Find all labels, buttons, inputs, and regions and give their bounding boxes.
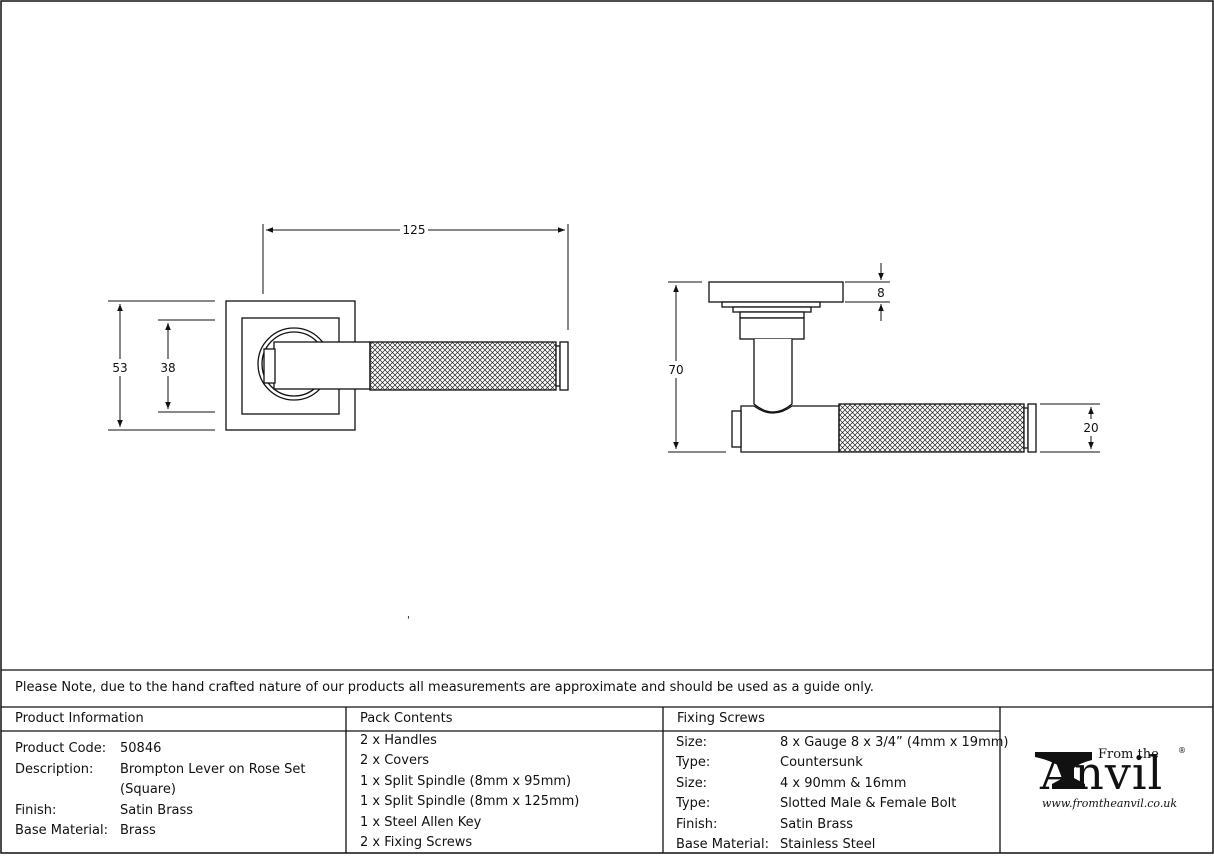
- rose-step-2: [732, 306, 812, 313]
- side-end-cap-outer: [1027, 403, 1037, 453]
- pack-item: 1 x Steel Allen Key: [360, 815, 482, 830]
- front-view: [225, 300, 569, 431]
- side-grip-knurled: [838, 403, 1025, 453]
- front-dimensions: [108, 224, 569, 431]
- lever-shank: [753, 339, 793, 413]
- pack-item: 2 x Fixing Screws: [360, 835, 473, 850]
- logo-url: www.fromtheanvil.co.uk: [1042, 797, 1178, 810]
- pack-item: 2 x Handles: [360, 733, 437, 748]
- lever-neck: [273, 341, 371, 390]
- product-info-value: Brass: [120, 823, 156, 838]
- fixing-value: Slotted Male & Female Bolt: [780, 796, 957, 811]
- fixing-label: Finish:: [676, 817, 718, 832]
- product-info-value: Brompton Lever on Rose Set: [120, 762, 306, 777]
- dim-side-total-height: 70: [668, 363, 683, 377]
- product-info-label: Description:: [15, 762, 94, 777]
- fixing-value: Stainless Steel: [780, 837, 876, 852]
- lever-grip-knurled: [369, 341, 557, 391]
- lever-body: [740, 405, 840, 453]
- fixing-value: Countersunk: [780, 755, 863, 770]
- product-info-value: Satin Brass: [120, 803, 194, 818]
- lever-back-cap: [731, 410, 742, 448]
- product-info-value: 50846: [120, 741, 162, 756]
- product-info-label: Product Code:: [15, 741, 107, 756]
- dim-front-width: 125: [403, 223, 426, 237]
- fixing-label: Base Material:: [676, 837, 769, 852]
- pack-item: 1 x Split Spindle (8mm x 95mm): [360, 774, 572, 789]
- spindle-collar-2: [739, 317, 805, 340]
- dim-front-outer-height: 53: [112, 361, 127, 375]
- info-table-grid: [1, 669, 1213, 853]
- fixing-value: 8 x Gauge 8 x 3/4” (4mm x 19mm): [780, 735, 1009, 750]
- product-info-label: Base Material:: [15, 823, 108, 838]
- fixing-label: Size:: [676, 776, 708, 791]
- lever-neck-cap: [263, 348, 276, 384]
- fixing-screws-header: Fixing Screws: [677, 711, 765, 726]
- pack-item: 1 x Split Spindle (8mm x 125mm): [360, 794, 580, 809]
- lever-end-cap-outer: [559, 341, 569, 391]
- product-info-header: Product Information: [15, 711, 144, 726]
- anvil-icon: [1035, 752, 1092, 789]
- fixing-label: Type:: [676, 755, 711, 770]
- logo-brand: Anvil: [1040, 746, 1164, 800]
- rose-step-1: [721, 301, 821, 308]
- logo-from-the: From the: [1098, 747, 1159, 762]
- fixing-label: Type:: [676, 796, 711, 811]
- dim-side-rose-thickness: 8: [877, 286, 885, 300]
- pack-contents-header: Pack Contents: [360, 711, 453, 726]
- pack-item: 2 x Covers: [360, 753, 430, 768]
- measurement-note: Please Note, due to the hand crafted nat…: [15, 680, 874, 695]
- side-view: [708, 281, 1037, 453]
- product-info-value: (Square): [120, 782, 176, 797]
- logo-registered: ®: [1178, 746, 1186, 755]
- fixing-value: 4 x 90mm & 16mm: [780, 776, 907, 791]
- product-info-label: Finish:: [15, 803, 57, 818]
- stray-mark: ': [407, 615, 410, 626]
- fixing-label: Size:: [676, 735, 708, 750]
- dim-side-lever-height: 20: [1083, 421, 1098, 435]
- fixing-value: Satin Brass: [780, 817, 854, 832]
- dim-front-inner-height: 38: [160, 361, 175, 375]
- spindle-collar: [739, 311, 805, 319]
- rose-plate: [708, 281, 844, 303]
